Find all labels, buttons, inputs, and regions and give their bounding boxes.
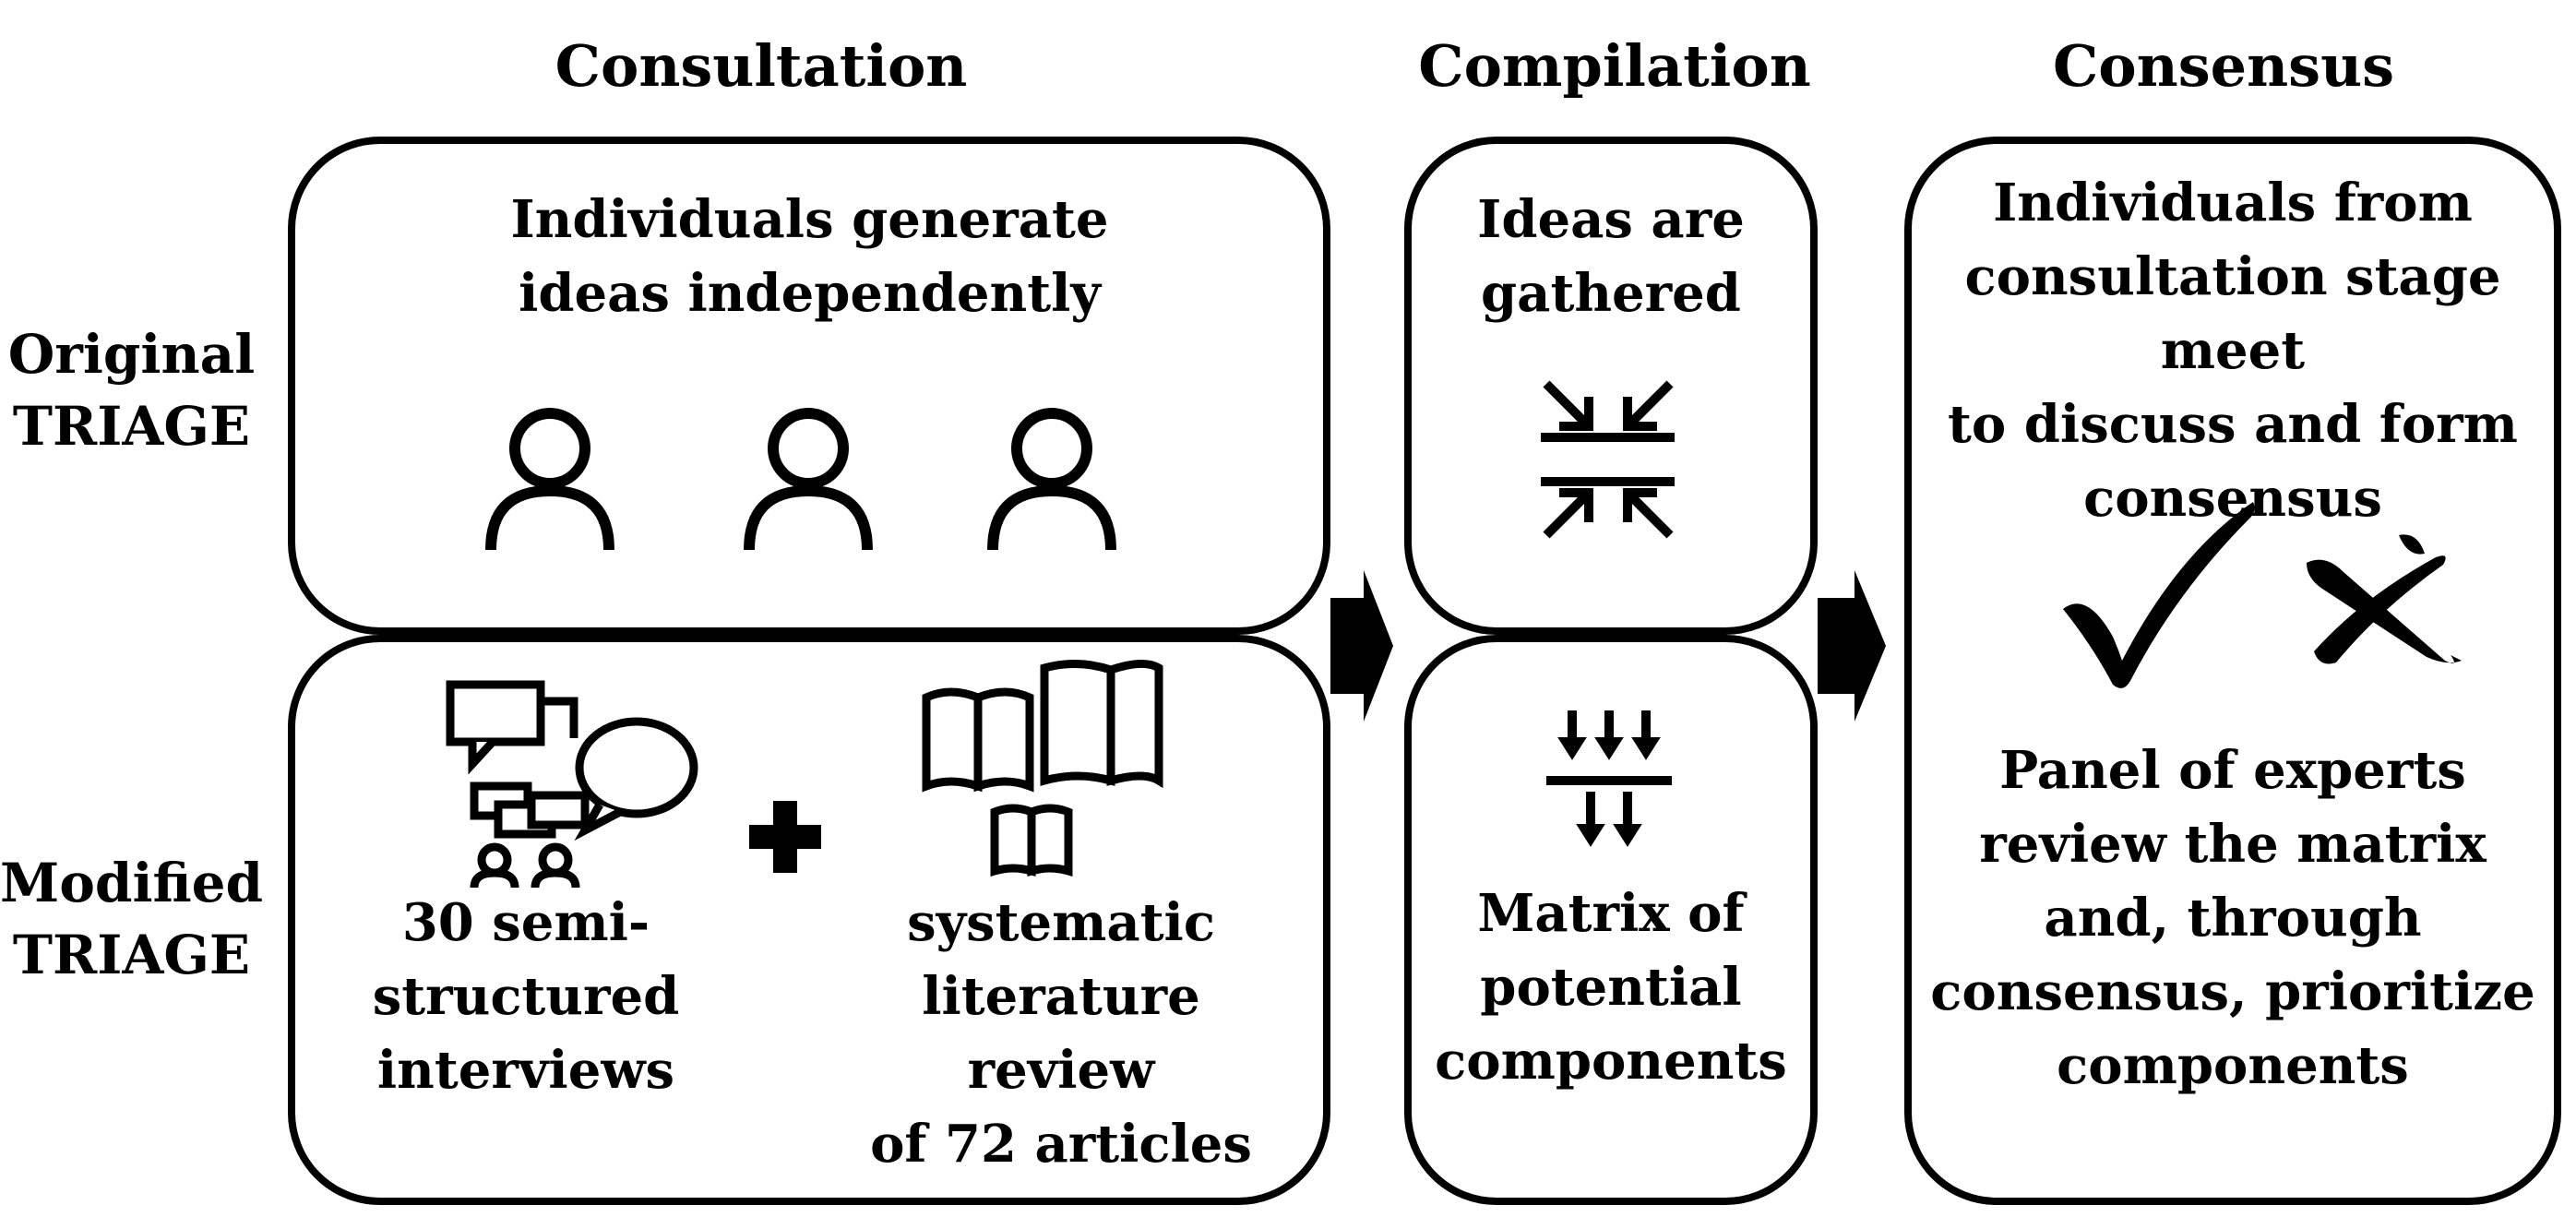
text-line: components	[2057, 1035, 2409, 1096]
text-line: to discuss and form	[1948, 394, 2518, 455]
row-label-modified: Modified TRIAGE	[0, 847, 263, 991]
text-modified-review: systematic literature review of 72 artic…	[821, 886, 1301, 1181]
box-consensus	[1904, 137, 2561, 1205]
text-line: Individuals from	[1993, 173, 2473, 233]
header-compilation: Compilation	[1418, 32, 1811, 100]
text-modified-compilation: Matrix of potential components	[1412, 877, 1810, 1098]
box-original-consultation	[288, 137, 1330, 635]
text-line: potential	[1480, 957, 1742, 1018]
text-line: interviews	[376, 1040, 675, 1101]
gather-arrows-icon	[1541, 380, 1675, 539]
text-modified-interviews: 30 semi- structured interviews	[332, 886, 720, 1107]
header-consultation: Consultation	[555, 32, 968, 100]
text-line: consultation stage meet	[1964, 246, 2501, 381]
text-consensus: Individuals from consultation stage meet…	[1912, 166, 2554, 535]
text-line: review the matrix	[1979, 814, 2487, 875]
text-line: structured	[372, 966, 680, 1027]
text-modified-consensus: Panel of experts review the matrix and, …	[1912, 734, 2554, 1103]
person-icon	[744, 408, 873, 551]
text-line: consensus, prioritize	[1930, 961, 2535, 1022]
text-line: Ideas are	[1477, 189, 1745, 250]
text-line: components	[1435, 1031, 1787, 1092]
chat-bubbles-icon	[446, 680, 698, 889]
text-line: Panel of experts	[1999, 740, 2466, 801]
flow-arrow-icon	[1818, 570, 1886, 722]
text-line: of 72 articles	[870, 1114, 1252, 1175]
person-icon	[485, 408, 614, 551]
text-line: gathered	[1481, 263, 1741, 324]
text-line: ideas independently	[519, 263, 1101, 324]
row-label-modified-line2: TRIAGE	[12, 924, 251, 986]
text-original-consultation: Individuals generate ideas independently	[295, 183, 1324, 330]
row-label-modified-line1: Modified	[0, 852, 264, 914]
text-line: Matrix of	[1477, 883, 1745, 944]
text-line: literature review	[922, 966, 1200, 1101]
text-line: 30 semi-	[401, 892, 650, 953]
row-label-original-line1: Original	[7, 323, 256, 386]
person-icon	[987, 408, 1116, 551]
check-icon	[2063, 502, 2255, 688]
box-original-compilation	[1404, 137, 1818, 635]
cross-icon	[2307, 534, 2462, 664]
plus-icon	[749, 801, 821, 873]
merge-arrows-icon	[1546, 710, 1672, 847]
text-line: and, through	[2044, 888, 2422, 949]
row-label-original: Original TRIAGE	[0, 318, 263, 462]
books-icon	[922, 659, 1163, 877]
text-line: systematic	[907, 892, 1215, 953]
text-original-compilation: Ideas are gathered	[1412, 183, 1810, 330]
flow-arrow-icon	[1330, 570, 1393, 722]
header-consensus: Consensus	[2052, 32, 2395, 100]
text-line: Individuals generate	[510, 189, 1109, 250]
row-label-original-line2: TRIAGE	[12, 395, 251, 458]
